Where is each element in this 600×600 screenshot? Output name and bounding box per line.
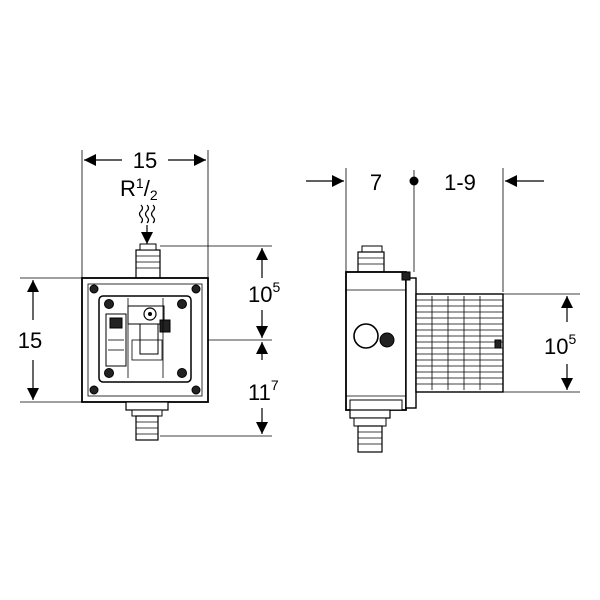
front-bottom-connector	[125, 401, 169, 441]
side-height-dimension: 105	[503, 293, 580, 393]
side-height-main: 10	[544, 334, 568, 359]
thread-num: 1	[136, 175, 144, 191]
front-view: 15 R1/2	[18, 148, 280, 441]
front-housing	[81, 277, 209, 403]
side-height-sup: 5	[568, 331, 576, 347]
svg-text:R1/2: R1/2	[120, 175, 158, 203]
front-height-dimension: 15	[18, 277, 82, 403]
adjust-label: 1-9	[444, 170, 476, 195]
lower-height-sup: 7	[271, 377, 279, 393]
upper-height-main: 10	[248, 282, 272, 307]
thread-sep: /	[144, 176, 151, 201]
thread-annotation: R1/2	[120, 175, 158, 244]
front-height-label: 15	[18, 328, 42, 353]
side-sleeve	[415, 293, 504, 393]
side-top-dimensions: 7 1-9	[306, 168, 544, 292]
svg-text:117: 117	[248, 377, 279, 405]
water-flow-icon	[138, 204, 156, 224]
side-housing	[345, 271, 417, 411]
front-width-dimension: 15	[81, 148, 209, 278]
lower-height-main: 11	[248, 380, 271, 405]
svg-text:105: 105	[544, 331, 576, 359]
side-bottom-connector	[349, 409, 391, 453]
front-right-dimensions: 105 117	[160, 245, 280, 437]
svg-text:105: 105	[248, 279, 280, 307]
side-top-connector	[357, 245, 385, 273]
front-top-connector	[135, 243, 161, 279]
thread-r: R	[120, 176, 136, 201]
side-view: 7 1-9	[306, 168, 580, 453]
depth-label: 7	[370, 170, 382, 195]
upper-height-sup: 5	[272, 279, 280, 295]
thread-den: 2	[150, 187, 158, 203]
front-width-label: 15	[133, 148, 157, 173]
